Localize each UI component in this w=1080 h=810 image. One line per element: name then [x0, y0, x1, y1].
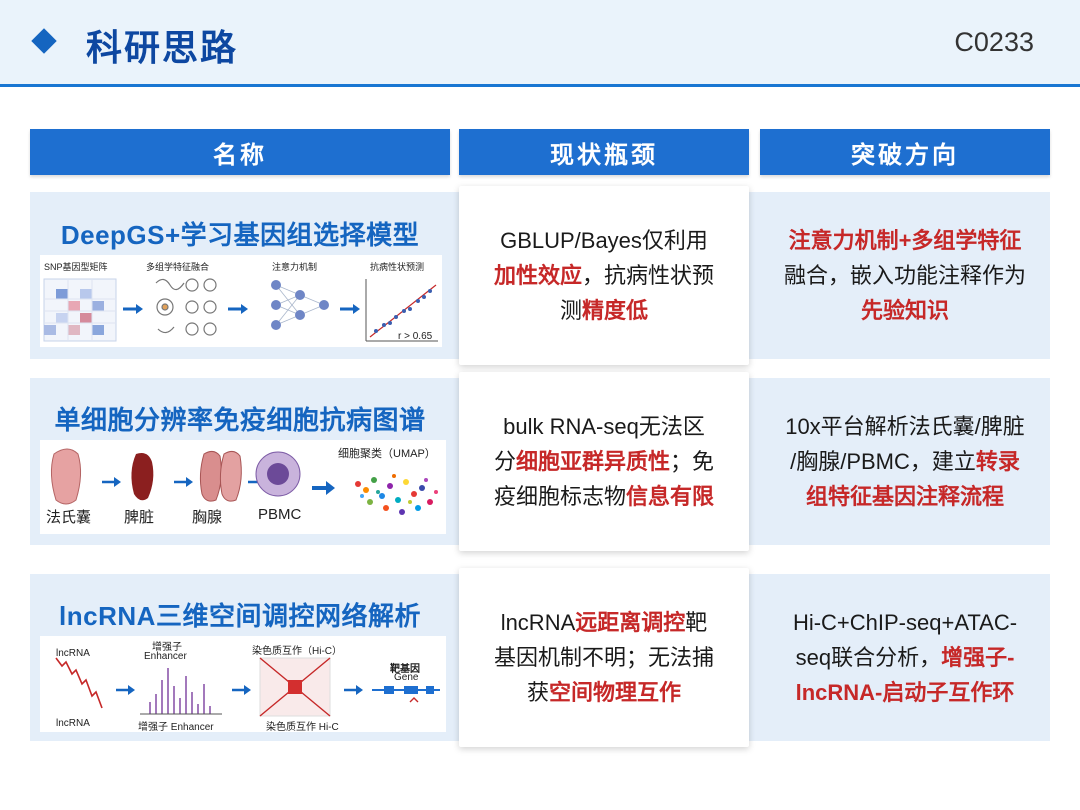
figure-label: 细胞聚类（UMAP）: [338, 448, 436, 460]
row-1-bottleneck-card: GBLUP/Bayes仅利用 加性效应，抗病性状预 测精度低: [459, 186, 749, 365]
header-divider: [0, 84, 1080, 87]
page-code: C0233: [954, 27, 1034, 57]
row-3-name: lncRNA三维空间调控网络解析: [59, 601, 421, 631]
header-bar: [0, 0, 1080, 84]
genomic-prediction-diagram: [43, 278, 438, 342]
row-3-figure: lncRNA 增强子 Enhancer 染色质互作（Hi-C） 靶基因 Gene…: [40, 636, 446, 733]
row-2-bottleneck-text: bulk RNA-seq无法区 分细胞亚群异质性；免 疫细胞标志物信息有限: [493, 414, 715, 509]
row-3-bottleneck-text: lncRNA远距离调控靶 基因机制不明；无法捕 获空间物理互作: [493, 610, 714, 705]
row-2-figure: 法氏囊 脾脏 胸腺 PBMC 细胞聚类（UMAP）: [40, 440, 446, 534]
figure-label: lncRNA: [56, 648, 90, 659]
row-3-bottleneck-card: lncRNA远距离调控靶 基因机制不明；无法捕 获空间物理互作: [459, 568, 749, 747]
figure-label: Enhancer: [144, 651, 187, 662]
column-header-bottleneck: 现状瓶颈: [459, 129, 749, 175]
figure-label: 染色质互作 Hi-C: [266, 722, 339, 733]
column-header-name: 名称: [30, 129, 450, 175]
figure-label: 靶基因: [390, 664, 420, 675]
figure-label: lncRNA: [56, 718, 90, 729]
lncrna-network-diagram: [55, 657, 440, 717]
figure-label: 胸腺: [192, 509, 223, 526]
immune-atlas-diagram: [50, 448, 438, 515]
row-2-name: 单细胞分辨率免疫细胞抗病图谱: [54, 405, 426, 435]
figure-label: 注意力机制: [272, 262, 318, 272]
figure-label: 多组学特征融合: [146, 262, 210, 272]
figure-label: 染色质互作（Hi-C）: [252, 646, 342, 657]
figure-label: Gene: [394, 672, 419, 683]
figure-label: r > 0.65: [398, 331, 433, 342]
figure-label: SNP基因型矩阵: [44, 262, 108, 272]
figure-label: 增强子 Enhancer: [138, 722, 214, 733]
row-1-bottleneck-text: GBLUP/Bayes仅利用 加性效应，抗病性状预 测精度低: [493, 228, 715, 323]
row-2-breakthrough: 10x平台解析法氏囊/脾脏 /胸腺/PBMC，建立转录 组特征基因注释流程: [785, 414, 1025, 509]
page-title: 科研思路: [86, 27, 239, 68]
row-2-bottleneck-card: bulk RNA-seq无法区 分细胞亚群异质性；免 疫细胞标志物信息有限: [459, 372, 749, 551]
column-header-breakthrough: 突破方向: [760, 129, 1050, 175]
figure-label: 脾脏: [124, 509, 155, 526]
figure-label: PBMC: [258, 506, 302, 523]
figure-label: 抗病性状预测: [370, 262, 425, 272]
row-1-name: DeepGS+学习基因组选择模型: [60, 220, 420, 250]
figure-label: 法氏囊: [46, 509, 92, 526]
row-3-breakthrough: Hi-C+ChIP-seq+ATAC- seq联合分析，增强子- lncRNA-…: [792, 610, 1018, 705]
row-1-breakthrough: 注意力机制+多组学特征 融合，嵌入功能注释作为 先验知识: [783, 228, 1026, 323]
figure-label: 增强子: [152, 642, 182, 653]
row-1-figure: SNP基因型矩阵 多组学特征融合 注意力机制 抗病性状预测: [40, 255, 442, 347]
